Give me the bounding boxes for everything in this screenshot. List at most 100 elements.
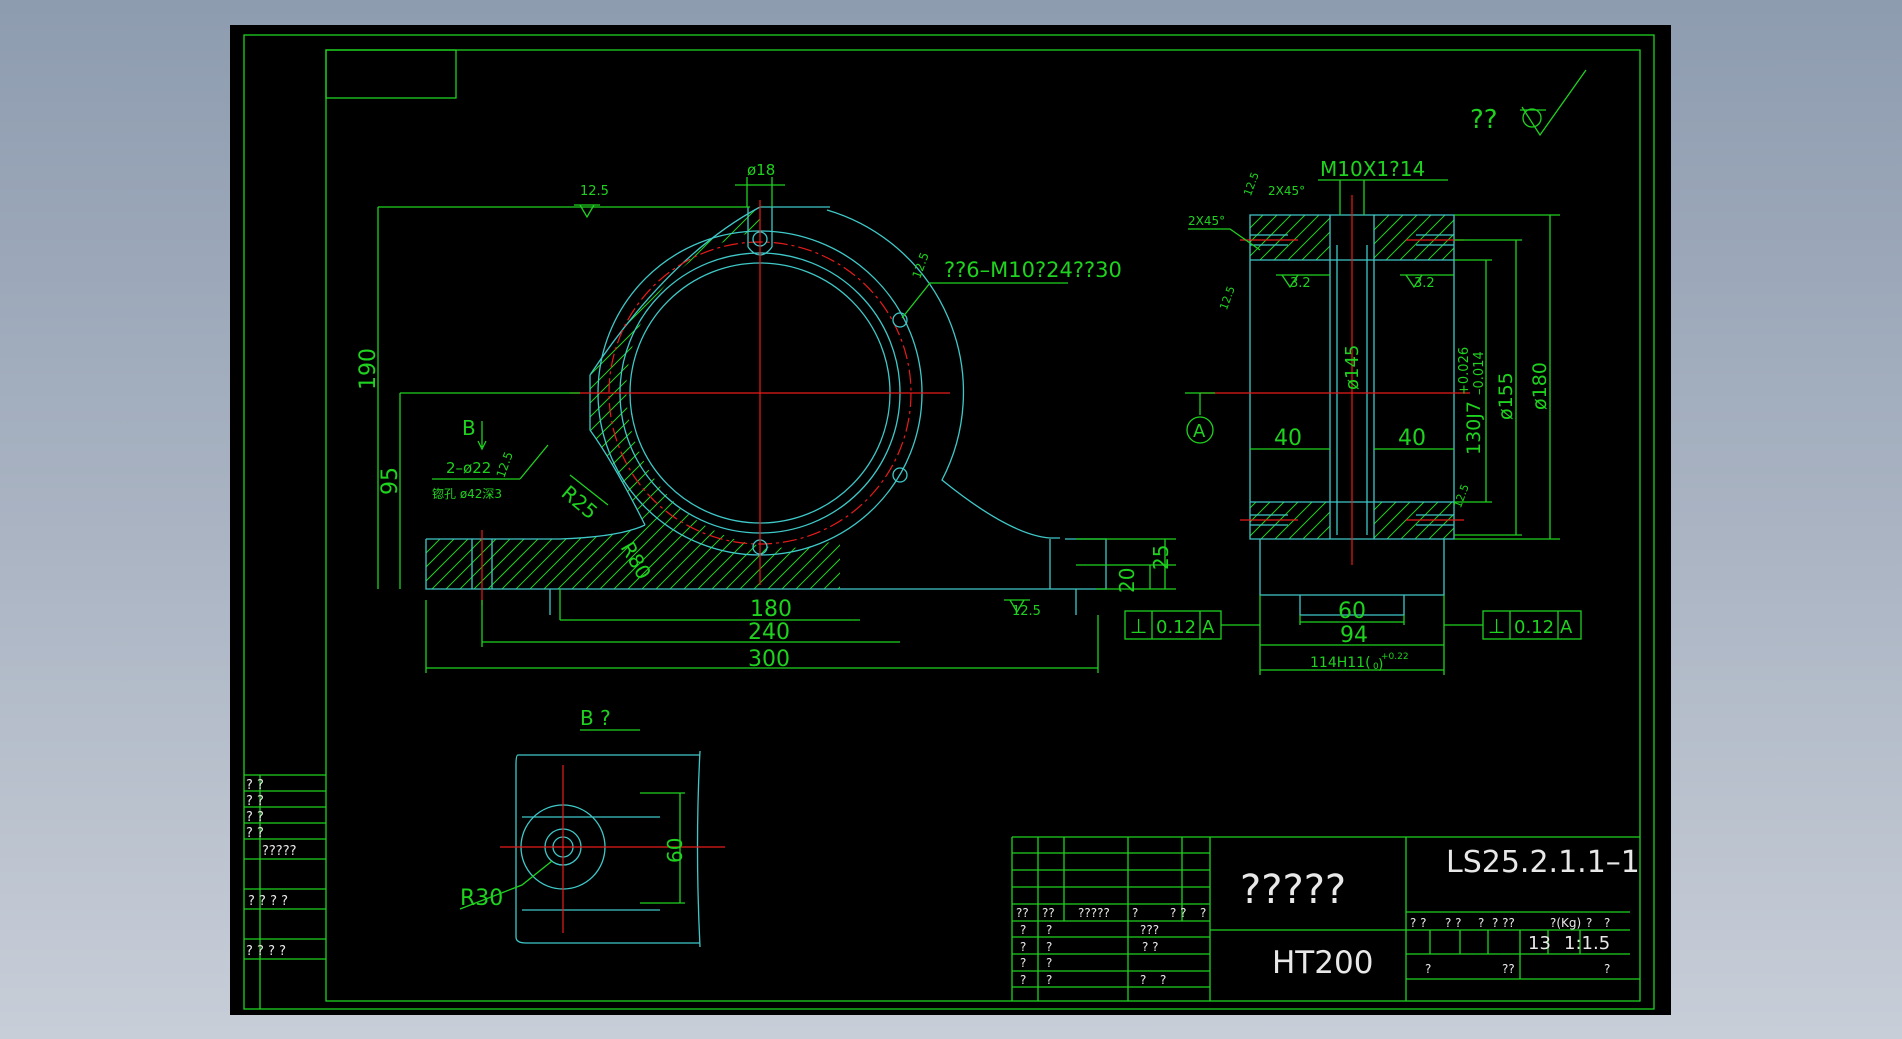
title-block: ????? HT200 LS25.2.1.1–1 ? ? ? ? ? ? ? ? … [1011, 836, 1640, 1001]
drawing-number: LS25.2.1.1–1 [1446, 845, 1640, 880]
surface-finish-icon: ?? [1470, 69, 1587, 137]
dim-114-group: 114H11( +0.22 0 ) [1310, 652, 1409, 673]
datum-a-circle [1186, 416, 1214, 444]
dim-300: 300 [748, 647, 790, 672]
thread-note: ??6–M10?24??30 [944, 258, 1122, 282]
surface-finish-label: ?? [1470, 105, 1498, 135]
left-strip-table: ? ? ? ? ? ? ? ? ????? ? ? ? ? ? ? ? ? [244, 774, 326, 1009]
strip-row-4: ? ? [246, 826, 264, 841]
sign-r2-c2: ? [1046, 923, 1052, 937]
strip-row-1: ? ? [246, 778, 264, 793]
header-cell-4: ? ?? [1492, 916, 1515, 930]
inner-frame [325, 49, 1641, 1002]
dim-center-95: 95 [378, 467, 403, 495]
header-cell-6: ? [1586, 916, 1592, 930]
gdt-datum-left: A [1202, 617, 1215, 638]
sign-r3-c2: ? [1046, 940, 1052, 954]
weight-value: 13 [1528, 933, 1551, 954]
sign-r3-c3: ? ? [1142, 940, 1159, 954]
finish-mark-1: 12.5 [580, 184, 609, 199]
header-cell-5: ?(Kg) [1550, 916, 1581, 930]
dim-60-side: 60 [1338, 599, 1366, 624]
radius-r80: R80 [616, 538, 656, 584]
dim-240: 240 [748, 620, 790, 645]
gdt-frame-left: ⊥ 0.12 A [1124, 610, 1260, 640]
detail-radius-r30: R30 [460, 886, 503, 911]
dim-155: ø155 [1495, 372, 1517, 420]
gdt-value-right: 0.12 [1514, 617, 1554, 638]
gdt-datum-right: A [1560, 617, 1573, 638]
material-label: HT200 [1272, 945, 1373, 981]
sign-r1-c5: ? ? [1170, 906, 1187, 920]
sign-r1-c1: ?? [1016, 906, 1029, 920]
dim-fit-tol-lower: –0.014 [1472, 351, 1487, 395]
radius-r25: R25 [557, 480, 603, 524]
dim-114: 114H11( [1310, 655, 1371, 671]
detail-view-b: B ? 60 R30 [459, 706, 725, 948]
dim-40-right: 40 [1398, 426, 1426, 451]
finish-mark-8: 12.5 [1217, 284, 1238, 311]
finish-mark-2: 12.5 [909, 250, 931, 280]
dim-94: 94 [1340, 623, 1368, 648]
strip-row-6: ? ? ? ? [248, 894, 288, 909]
gdt-symbol-left: ⊥ [1130, 614, 1147, 638]
header-cell-3: ? [1478, 916, 1484, 930]
strip-row-3: ? ? [246, 810, 264, 825]
finish-mark-4: 12.5 [1012, 604, 1041, 619]
finish-mark-3: 12.5 [494, 450, 516, 480]
side-thread-note: M10X1?14 [1320, 157, 1425, 181]
dim-base-25: 25 [1149, 545, 1173, 570]
part-name: ????? [1240, 867, 1346, 913]
detail-dim-60: 60 [663, 838, 687, 863]
header-cell-1: ? ? [1410, 916, 1427, 930]
dim-40-left: 40 [1274, 426, 1302, 451]
dim-114-tol0: 0 [1373, 662, 1379, 672]
detail-view-title: B ? [580, 706, 611, 730]
strip-row-7: ? ? ? ? [246, 944, 286, 959]
dim-114-close: ) [1378, 657, 1383, 673]
dim-180-side: ø180 [1529, 362, 1551, 410]
sign-r1-c6: ? [1200, 906, 1206, 920]
header-cell-7: ? [1604, 916, 1610, 930]
dim-fit-tol-upper: +0.026 [1457, 347, 1472, 395]
sign-r1-c4: ? [1132, 906, 1138, 920]
gdt-symbol-right: ⊥ [1488, 614, 1505, 638]
dim-114-tol: +0.22 [1381, 652, 1409, 662]
sign-r5-c4: ? [1160, 973, 1166, 987]
dim-fit-130j7: 130J7 [1463, 401, 1485, 455]
sign-r4-c1: ? [1020, 956, 1026, 970]
cad-drawing-viewport[interactable]: ?? 190 95 ø18 [230, 25, 1671, 1015]
sign-r2-c1: ? [1020, 923, 1026, 937]
counterbore-note: 锪孔 ø42深3 [432, 486, 502, 501]
gdt-value-left: 0.12 [1156, 617, 1196, 638]
section-ref-b: B [462, 416, 476, 440]
sign-rows: ?? ?? ????? ? ? ? ? ? ? ??? ? ? ? ? ? ? … [1016, 906, 1206, 987]
chamfer-note-2: 2X45° [1188, 214, 1225, 228]
gdt-frame-right: ⊥ 0.12 A [1444, 610, 1582, 640]
sheet-cell-2: ?? [1502, 962, 1515, 976]
sign-r3-c1: ? [1020, 940, 1026, 954]
holes-note: 2–ø22 [446, 459, 491, 477]
header-cell-2: ? ? [1445, 916, 1462, 930]
scale-value: 1:1.5 [1564, 933, 1610, 954]
sign-r1-c3: ????? [1078, 906, 1110, 920]
sign-r5-c1: ? [1020, 973, 1026, 987]
finish-mark-5: 12.5 [1241, 170, 1262, 197]
dim-hole-top: ø18 [747, 161, 775, 179]
sign-r2-c3: ??? [1140, 923, 1159, 937]
outer-frame [243, 34, 1655, 1010]
sign-r1-c2: ?? [1042, 906, 1055, 920]
dim-bore-145: ø145 [1342, 345, 1363, 390]
dim-180: 180 [750, 597, 792, 622]
strip-row-5: ????? [262, 844, 297, 859]
sheet-cell-3: ? [1604, 962, 1610, 976]
datum-a-label: A [1193, 421, 1206, 442]
side-view: M10X1?14 2X45° 2X45° 12.5 3.2 3.2 12.5 A… [1124, 157, 1582, 675]
sheet-cell-1: ? [1425, 962, 1431, 976]
front-view: 190 95 ø18 12.5 ??6–M10?24??30 12.5 B 2–… [356, 161, 1176, 673]
sign-r5-c3: ? [1140, 973, 1146, 987]
sign-r4-c2: ? [1046, 956, 1052, 970]
chamfer-note-1: 2X45° [1268, 184, 1305, 198]
dim-height-190: 190 [356, 348, 381, 390]
finish-mark-6: 3.2 [1290, 276, 1311, 291]
